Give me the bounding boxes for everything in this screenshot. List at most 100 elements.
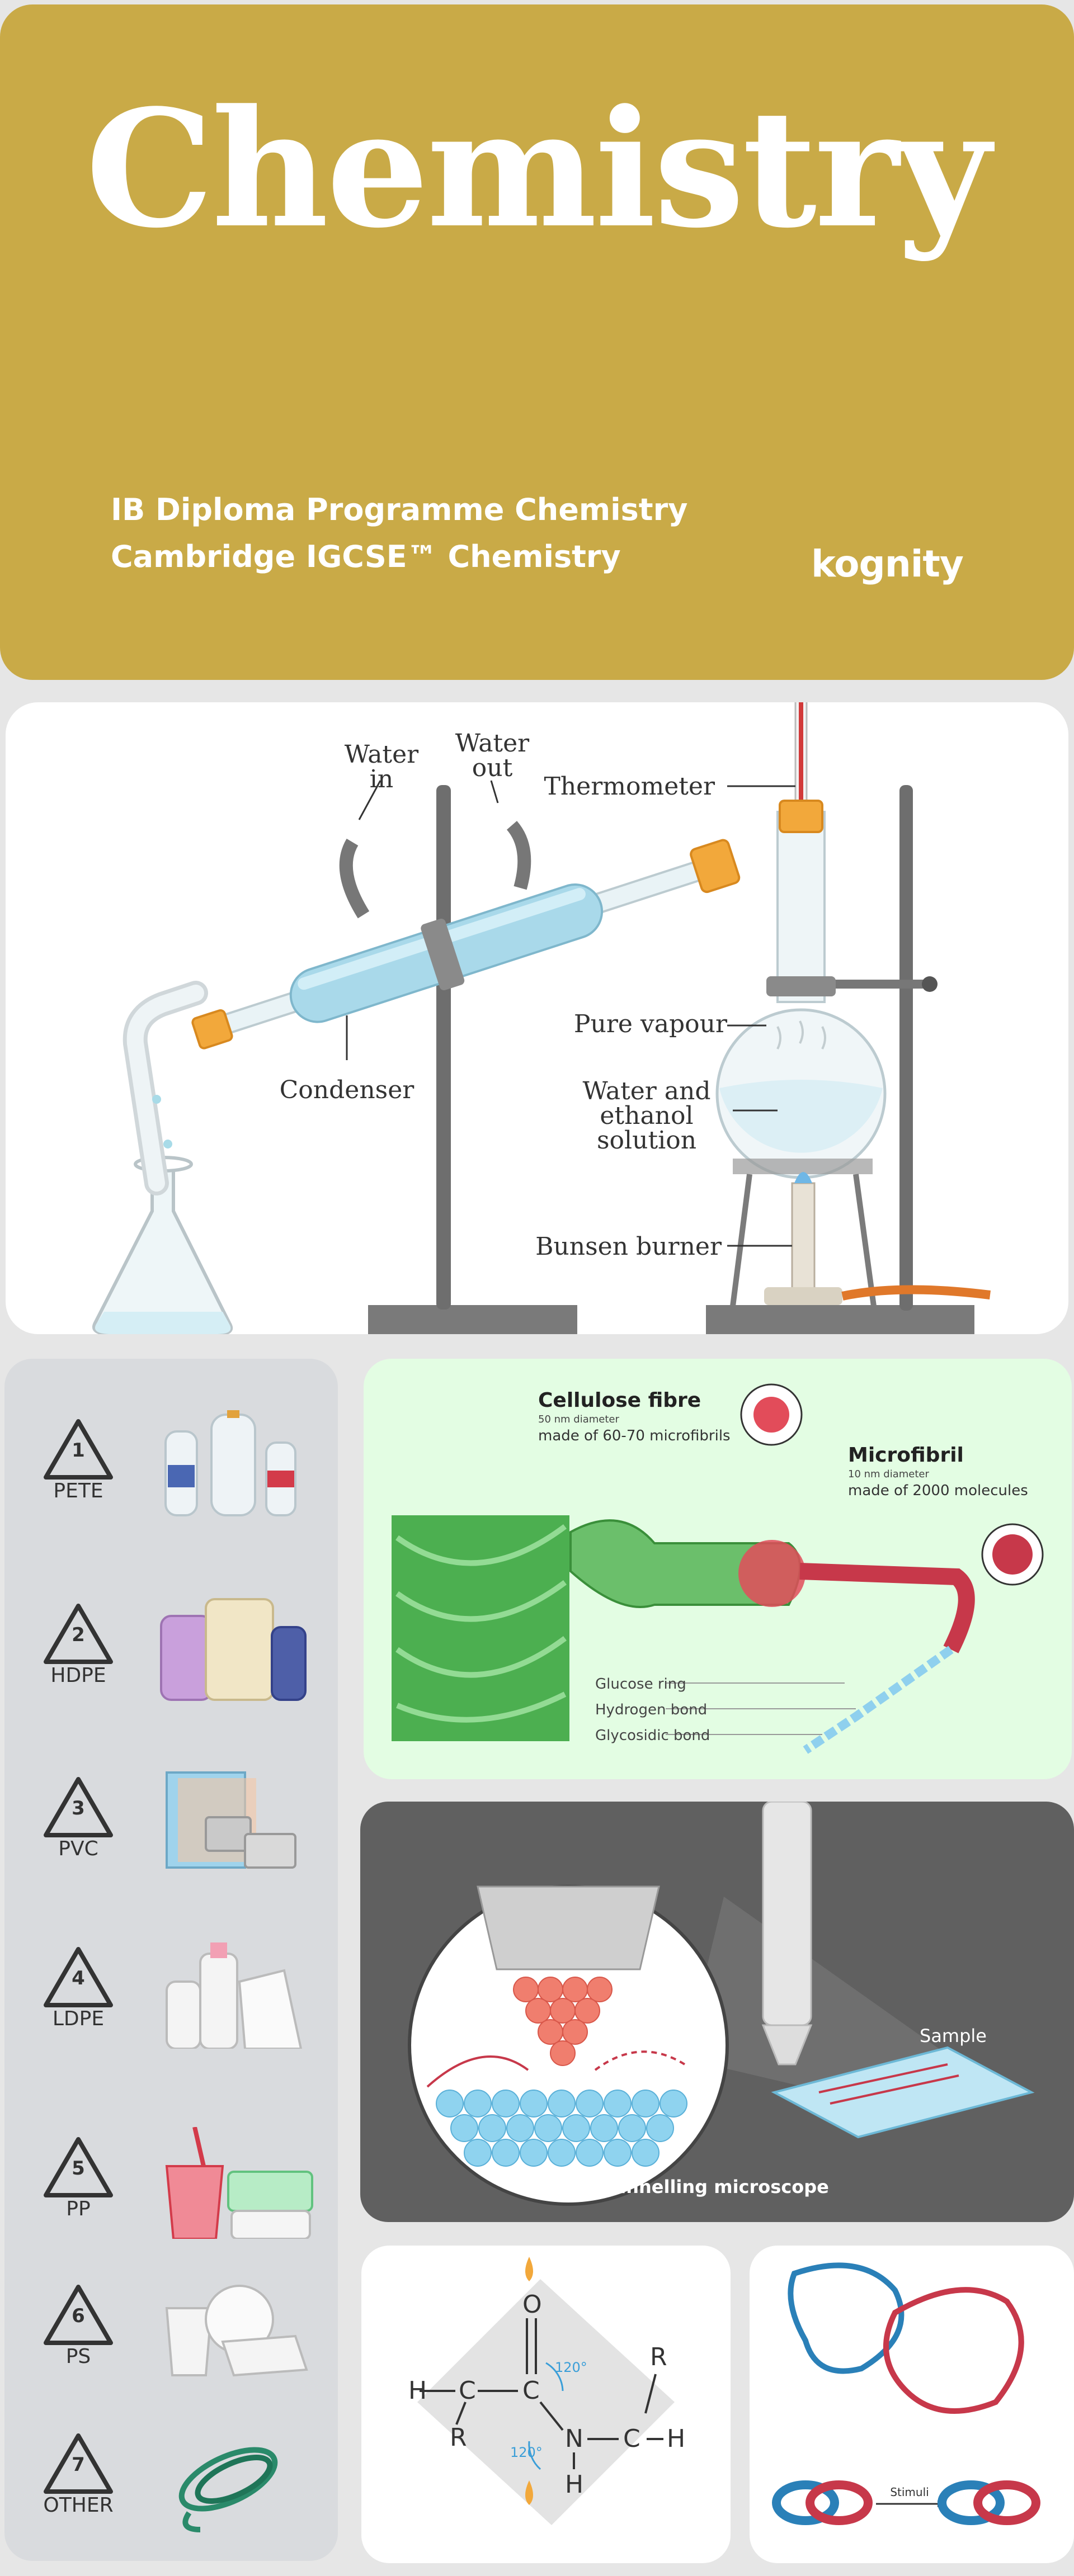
recycle-triangle-icon [44, 2137, 113, 2197]
glycosidic-label: Glycosidic bond [595, 1727, 710, 1744]
fibre-zoom-fill [753, 1397, 789, 1433]
sample-label: Sample [920, 2025, 987, 2046]
kognity-logo: kognity [811, 542, 964, 585]
recycle-item-pete: 1 PETE [4, 1410, 338, 1526]
angle-label-1: 120° [555, 2360, 587, 2375]
thermometer-stopper [779, 800, 823, 833]
squeeze-bottle-icon [166, 1942, 303, 2049]
microfibril-title: Microfibril [848, 1444, 964, 1467]
stand-rod-right [899, 785, 913, 1311]
flask-solution [719, 1080, 883, 1153]
label-condenser: Condenser [280, 1076, 415, 1104]
sample-atoms [436, 2090, 687, 2167]
recycle-code: OTHER [43, 2494, 114, 2517]
microfibril-desc: made of 2000 molecules [848, 1482, 1028, 1499]
bottles-icon [164, 1410, 296, 1516]
bond-c-r2 [644, 2374, 657, 2414]
recycle-code: HDPE [50, 1664, 106, 1687]
scan-lines [818, 2063, 959, 2105]
amide-structure-panel: H C C O N H R R C H 120° 120° [361, 2246, 731, 2563]
recycle-triangle-icon [44, 2285, 113, 2345]
electron-path-in [426, 2055, 529, 2088]
foam-cup-icon [165, 2285, 308, 2377]
bond-c-r [455, 2402, 467, 2425]
microscope-illustration: Sample Tunnelling microscope [360, 1802, 1074, 2222]
bond-c-n [539, 2401, 564, 2431]
label-water-out-1: Water [455, 729, 530, 758]
label-water-in-2: in [370, 765, 393, 793]
cup-icon [165, 2127, 313, 2239]
molecular-knot-panel: Stimuli [750, 2246, 1074, 2563]
label-water-out-2: out [472, 754, 513, 782]
label-solution-3: solution [597, 1126, 696, 1155]
recycle-number: 7 [72, 2454, 85, 2476]
ring-right-red [973, 2480, 1040, 2525]
distillation-apparatus: Water in Water out Thermometer Condenser… [92, 702, 991, 1334]
recycle-code: PS [65, 2345, 91, 2368]
red-ring [883, 2287, 1024, 2414]
recycle-item-other: 7 OTHER [4, 2429, 338, 2541]
flask-clamp [766, 976, 836, 996]
fibre-title: Cellulose fibre [538, 1389, 701, 1412]
recycle-code: PVC [58, 1837, 98, 1860]
hbond-label: Hydrogen bond [595, 1701, 707, 1718]
ring-left-red [805, 2480, 873, 2525]
angle-label-2: 120° [510, 2445, 543, 2460]
pipes-icon [166, 1771, 296, 1869]
fibre-desc: made of 60-70 microfibrils [538, 1428, 731, 1444]
atom-h2: H [565, 2470, 583, 2499]
angle-arc-1 [545, 2362, 564, 2391]
flask-neck [776, 811, 826, 1003]
recycle-item-hdpe: 2 HDPE [4, 1598, 338, 1711]
lone-pair-1 [525, 2257, 533, 2281]
distillation-illustration: Water in Water out Thermometer Condenser… [6, 702, 1068, 1334]
water-out-arrow [490, 780, 499, 803]
recycle-triangle-icon [44, 1419, 113, 1480]
vapour-wisps [776, 1020, 826, 1050]
inlet-tube [339, 838, 370, 919]
recycle-number: 5 [72, 2157, 85, 2180]
subtitle-ib: IB Diploma Programme Chemistry [111, 492, 688, 527]
atom-c2: C [522, 2376, 540, 2405]
blue-ring [788, 2262, 905, 2374]
page-title: Chemistry [85, 74, 991, 263]
recycle-item-pvc: 3 PVC [4, 1771, 338, 1884]
receiving-flask [92, 1159, 233, 1334]
recycle-number: 3 [72, 1797, 85, 1819]
label-solution-1: Water and [582, 1077, 710, 1105]
outlet-tube [506, 821, 531, 890]
stopper-right [690, 839, 741, 894]
recycle-code: LDPE [52, 2007, 105, 2030]
hero-banner: Chemistry IB Diploma Programme Chemistry… [0, 4, 1074, 680]
microfibril-strand [799, 1563, 975, 1653]
containers-icon [160, 1598, 307, 1701]
atom-r2: R [650, 2343, 667, 2371]
molecular-knot-diagram: Stimuli [772, 2262, 1040, 2525]
electron-path-out [594, 2050, 686, 2071]
label-pure-vapour: Pure vapour [574, 1010, 728, 1038]
stm-probe [762, 1802, 812, 2026]
glucose-chain [803, 1646, 954, 1754]
microfibril-zoom-fill [992, 1534, 1033, 1575]
label-bunsen: Bunsen burner [535, 1232, 722, 1261]
drop-1 [152, 1095, 161, 1104]
amide-structure: H C C O N H R R C H 120° 120° [408, 2257, 685, 2525]
label-solution-2: ethanol [600, 1102, 693, 1130]
stand-rod-left [436, 785, 451, 1310]
stand-base-left [368, 1305, 577, 1334]
atom-c3: C [623, 2424, 640, 2453]
burner-flame [794, 1172, 812, 1183]
recycle-item-ps: 6 PS [4, 2280, 338, 2392]
lone-pair-2 [525, 2480, 533, 2505]
atom-o: O [522, 2290, 542, 2319]
atom-h1: H [408, 2376, 427, 2405]
recycle-number: 2 [72, 1624, 85, 1646]
microfibril-cross-section [738, 1540, 805, 1607]
microfibril-diameter: 10 nm diameter [848, 1468, 929, 1480]
bunsen-burner [791, 1182, 816, 1302]
recycle-triangle-icon [44, 2433, 113, 2494]
water-in-arrow [358, 780, 381, 820]
clamp-knob [922, 976, 938, 992]
stopper-left [191, 1009, 233, 1050]
zoom-cone [685, 1897, 953, 2115]
